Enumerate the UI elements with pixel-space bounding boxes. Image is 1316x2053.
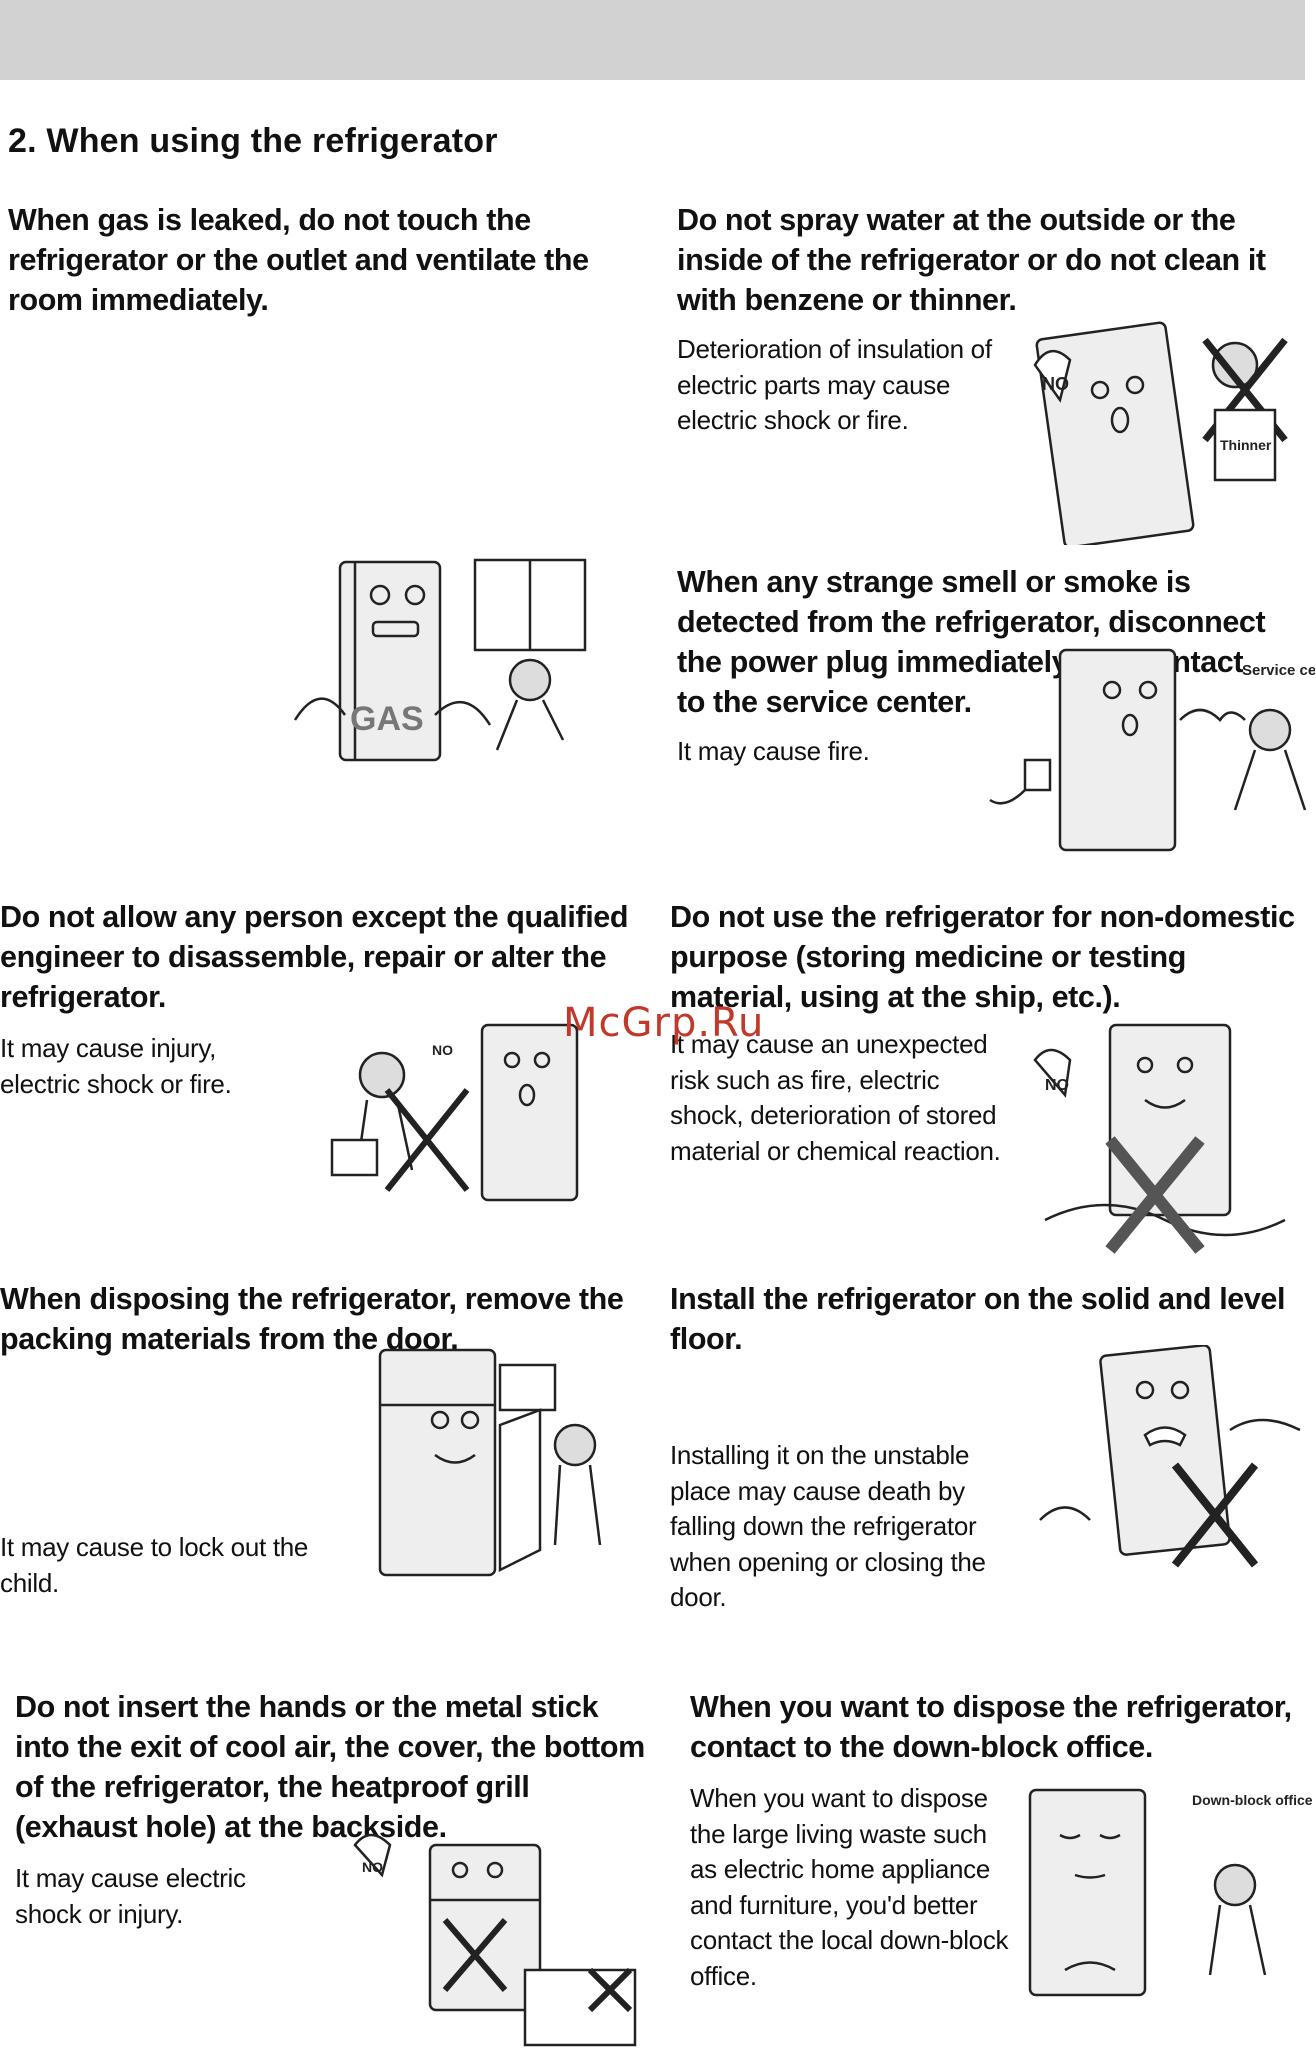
- warning-packing-body: It may cause to lock out the child.: [0, 1530, 330, 1601]
- warning-non-domestic: Do not use the refrigerator for non-dome…: [670, 897, 1300, 1169]
- warning-body: Installing it on the unstable place may …: [670, 1440, 986, 1612]
- gas-leak-illustration: GAS: [285, 540, 615, 770]
- no-label: NO: [362, 1859, 383, 1875]
- warning-level-floor-body: Installing it on the unstable place may …: [670, 1438, 1010, 1616]
- spray-water-illustration: NO Thinner: [1030, 305, 1305, 545]
- dispose-office-illustration: Down-block office: [1020, 1785, 1315, 2005]
- warning-body: It may cause to lock out the child.: [0, 1532, 309, 1598]
- warning-body: It may cause fire.: [677, 736, 870, 766]
- warning-spray-water: Do not spray water at the outside or the…: [677, 200, 1287, 439]
- gas-label: GAS: [350, 700, 424, 738]
- warning-insert-hands: Do not insert the hands or the metal sti…: [15, 1687, 655, 1932]
- warning-body: Deterioration of insulation of electric …: [677, 334, 992, 435]
- warning-packing-materials: When disposing the refrigerator, remove …: [0, 1279, 640, 1359]
- strange-smell-illustration: Service center: [970, 640, 1315, 855]
- warning-heading: When you want to dispose the refrigerato…: [690, 1690, 1292, 1764]
- warning-gas-leak: When gas is leaked, do not touch the ref…: [8, 200, 608, 320]
- watermark: McGrp.Ru: [563, 1000, 765, 1046]
- warning-heading: When any strange smell or smoke is detec…: [677, 565, 1266, 719]
- level-floor-illustration: [1030, 1345, 1310, 1580]
- warning-dispose-office: When you want to dispose the refrigerato…: [690, 1687, 1305, 1994]
- packing-illustration: [375, 1345, 615, 1580]
- down-block-office-label: Down-block office: [1192, 1792, 1313, 1808]
- thinner-label: Thinner: [1220, 437, 1272, 453]
- disassemble-illustration: NO: [312, 1020, 612, 1210]
- no-label: NO: [1045, 1077, 1069, 1094]
- warning-heading: Do not allow any person except the quali…: [0, 900, 629, 1014]
- no-label: NO: [1042, 374, 1069, 394]
- section-title: 2. When using the refrigerator: [8, 122, 498, 160]
- warning-level-floor: Install the refrigerator on the solid an…: [670, 1279, 1300, 1359]
- warning-qualified-engineer: Do not allow any person except the quali…: [0, 897, 640, 1102]
- warning-heading: When disposing the refrigerator, remove …: [0, 1282, 624, 1356]
- no-label: NO: [432, 1042, 453, 1058]
- warning-heading: When gas is leaked, do not touch the ref…: [8, 203, 589, 317]
- warning-heading: Do not insert the hands or the metal sti…: [15, 1690, 645, 1844]
- warning-body: It may cause injury, electric shock or f…: [0, 1033, 232, 1099]
- warning-body: It may cause electric shock or injury.: [15, 1863, 246, 1929]
- warning-body: It may cause an unexpected risk such as …: [670, 1029, 1001, 1166]
- service-center-label: Service center: [1242, 662, 1315, 679]
- header-bar: [0, 0, 1305, 80]
- warning-heading: Install the refrigerator on the solid an…: [670, 1282, 1286, 1356]
- warning-heading: Do not spray water at the outside or the…: [677, 203, 1266, 317]
- insert-hands-illustration: NO: [350, 1820, 650, 2053]
- warning-strange-smell: When any strange smell or smoke is detec…: [677, 562, 1287, 770]
- warning-heading: Do not use the refrigerator for non-dome…: [670, 900, 1295, 1014]
- non-domestic-illustration: NO: [1025, 1020, 1315, 1260]
- warning-body: When you want to dispose the large livin…: [690, 1783, 1009, 1991]
